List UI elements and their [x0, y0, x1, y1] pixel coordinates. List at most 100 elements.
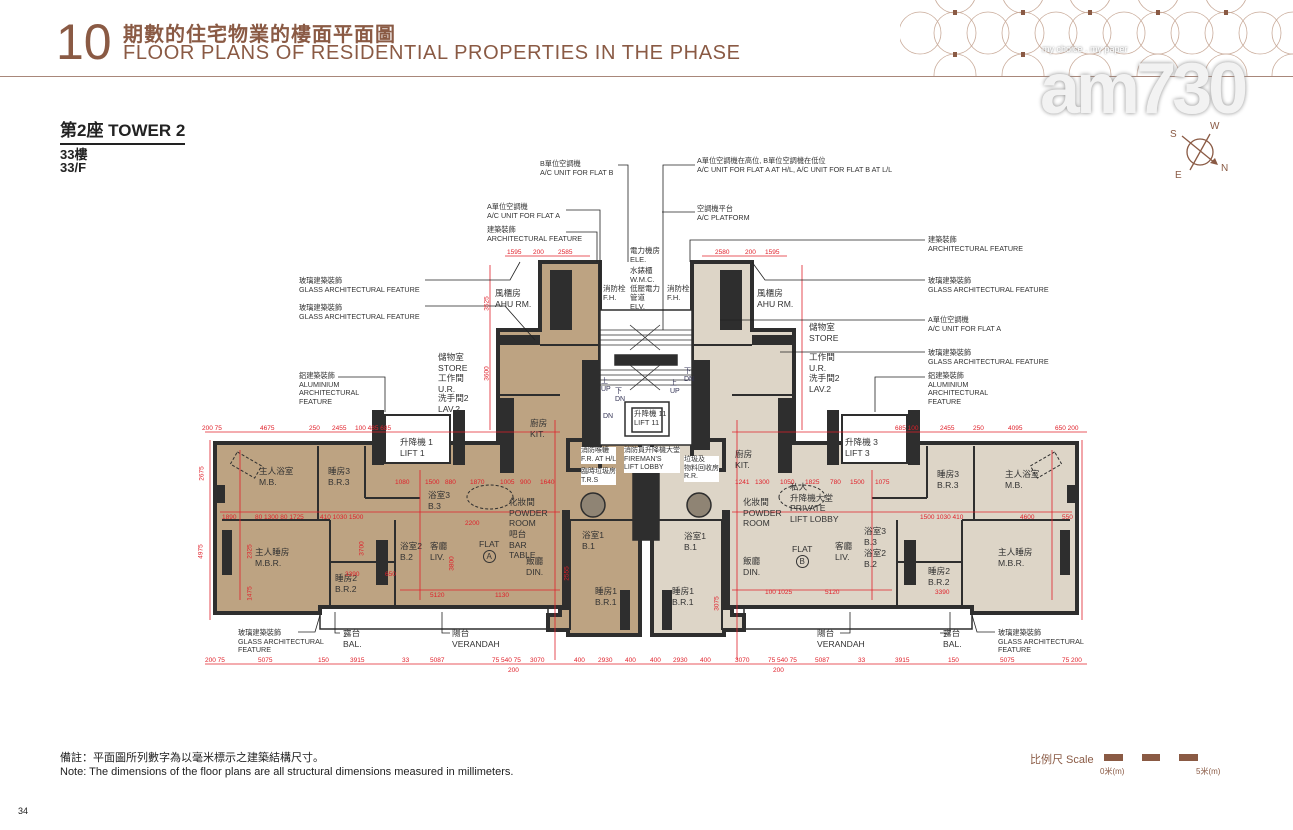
- room-utility-b: 工作間 U.R.: [809, 352, 835, 373]
- dimension: 1500: [850, 479, 865, 486]
- dimension: 200 75: [202, 425, 222, 432]
- room-bath2-b: 浴室2 B.2: [864, 548, 886, 569]
- room-bedroom2-b: 睡房2 B.R.2: [928, 566, 950, 587]
- scale-max: 5米(m): [1196, 767, 1221, 776]
- dimension: 1595: [507, 249, 522, 256]
- compass-icon: [1181, 133, 1218, 171]
- callout-aluminium-feature: 鋁建築裝飾 ALUMINIUM ARCHITECTURAL FEATURE: [299, 371, 360, 406]
- fire-reel: 消防喉轆 F.R. AT H/L: [581, 447, 617, 464]
- temp-refuse-room: 臨時垃圾房 T.R.S: [581, 468, 616, 485]
- dimension: 5120: [430, 592, 445, 599]
- balcony-a: 露台 BAL.: [343, 628, 362, 649]
- fire-hydrant-b: 消防栓 F.H.: [667, 284, 690, 302]
- room-bedroom1-b: 睡房1 B.R.1: [672, 586, 694, 607]
- room-utility-a: 工作間 U.R.: [438, 373, 464, 394]
- stair-up: 上 UP: [670, 380, 680, 395]
- room-bath2-a: 浴室2 B.2: [400, 541, 422, 562]
- callout-ac-flat-b: B單位空調機 A/C UNIT FOR FLAT B: [540, 159, 614, 177]
- dimension: 400: [574, 657, 585, 664]
- callout-glass-feature: 玻璃建築裝飾 GLASS ARCHITECTURAL FEATURE: [928, 276, 1049, 294]
- dimension: 900: [520, 479, 531, 486]
- room-ahu-a: 風櫃房 AHU RM.: [495, 288, 532, 309]
- dimension: 410 1030 1500: [320, 514, 364, 521]
- compass-w: W: [1210, 121, 1220, 132]
- room-master-bedroom-a: 主人睡房 M.B.R.: [255, 547, 290, 568]
- callout-ac-platform: 空調機平台 A/C PLATFORM: [697, 204, 750, 222]
- header-divider: [0, 76, 1293, 77]
- callout-arch-feature-right: 建築裝飾 ARCHITECTURAL FEATURE: [928, 235, 1024, 253]
- dimension: 3075: [713, 596, 721, 611]
- note-en: Note: The dimensions of the floor plans …: [60, 766, 514, 778]
- dimension: 250: [973, 425, 984, 432]
- callout-arch-feature-left: 建築裝飾 ARCHITECTURAL FEATURE: [487, 225, 583, 243]
- refuse-room: 垃圾及 物料回收房 R.R.: [684, 456, 719, 482]
- scale-label: 比例尺 Scale: [1030, 754, 1094, 766]
- dimension: 1890: [222, 514, 237, 521]
- dimension: 1241: [735, 479, 750, 486]
- dimension: 1640: [540, 479, 555, 486]
- dimension: 2675: [198, 466, 206, 481]
- compass-s: S: [1170, 129, 1177, 140]
- dimension: 33: [858, 657, 866, 664]
- room-kitchen-a: 廚房 KIT.: [530, 418, 548, 439]
- room-dining-a: 飯廳 DIN.: [526, 556, 544, 577]
- callout-ac-high-low: A單位空調機在高位, B單位空調機在低位 A/C UNIT FOR FLAT A…: [697, 156, 893, 174]
- dimension: 880: [445, 479, 456, 486]
- dimension: 3525: [483, 296, 491, 311]
- room-master-bath-a: 主人浴室 M.B.: [259, 466, 294, 487]
- room-water-meter: 水錶櫃 W.M.C. 低壓電力 管道 ELV.: [630, 266, 660, 311]
- dimension: 2325: [246, 544, 254, 559]
- room-dining-b: 飯廳 DIN.: [743, 556, 761, 577]
- dimension: 3915: [350, 657, 365, 664]
- dimension: 1475: [246, 586, 254, 601]
- dimension: 1595: [765, 249, 780, 256]
- dimension: 3390: [345, 571, 360, 578]
- dimension: 2580: [715, 249, 730, 256]
- dimension: 1130: [495, 592, 509, 599]
- fireman-lift-lobby: 消防員升降機大堂 FIREMAN'S LIFT LOBBY: [624, 447, 680, 473]
- room-private-lift-lobby-b: 私人 升降機大堂 PRIVATE LIFT LOBBY: [790, 482, 839, 524]
- room-bath3-a: 浴室3 B.3: [428, 490, 450, 511]
- dimension: 200: [773, 667, 784, 674]
- dimension: 2585: [558, 249, 573, 256]
- dimension: 200: [745, 249, 756, 256]
- note-zh: 備註：平面圖所列數字為以毫米標示之建築結構尺寸。: [60, 752, 324, 764]
- verandah-a: 陽台 VERANDAH: [452, 628, 500, 649]
- room-store-a: 儲物室 STORE: [438, 352, 468, 373]
- dimension: 400: [625, 657, 636, 664]
- flat-id-badge: A: [482, 549, 496, 563]
- room-powder-b: 化妝間 POWDER ROOM: [743, 497, 782, 528]
- room-bedroom3-b: 睡房3 B.R.3: [937, 469, 959, 490]
- room-master-bath-b: 主人浴室 M.B.: [1005, 469, 1040, 490]
- dimension: 5087: [430, 657, 445, 664]
- dimension: 2555: [563, 566, 571, 581]
- dimension: 150: [318, 657, 329, 664]
- dimension: 200: [533, 249, 544, 256]
- tower-heading: 第2座 TOWER 2: [60, 116, 186, 145]
- dimension: 150: [948, 657, 959, 664]
- watermark-tagline: my choice . my paper: [1042, 44, 1128, 54]
- verandah-b: 陽台 VERANDAH: [817, 628, 865, 649]
- dimension: 3390: [935, 589, 950, 596]
- dimension: 3800: [448, 556, 456, 571]
- floor-label-zh: 33樓: [60, 147, 88, 162]
- dimension: 75 540 75: [492, 657, 521, 664]
- dimension: 1500: [425, 479, 440, 486]
- callout-glass-feature-bottom: 玻璃建築裝飾 GLASS ARCHITECTURAL FEATURE: [998, 628, 1084, 655]
- room-ahu-b: 風櫃房 AHU RM.: [757, 288, 794, 309]
- stair-down: 下 DN: [615, 388, 626, 403]
- dimension: 650: [385, 571, 396, 578]
- flat-id-badge: B: [795, 554, 809, 568]
- lift-11: 升降機 11 LIFT 11: [634, 409, 667, 427]
- dimension: 1005: [500, 479, 515, 486]
- core-stairs: [580, 309, 712, 541]
- dimension: 5075: [258, 657, 273, 664]
- stair-down: DN: [603, 413, 614, 420]
- dimension: 685 100: [895, 425, 919, 432]
- dimension: 75 200: [1062, 657, 1082, 664]
- watermark-logo: am730: [1040, 49, 1248, 129]
- dimension: 3600: [483, 366, 491, 381]
- compass-n: N: [1221, 163, 1229, 174]
- dimension: 2455: [332, 425, 347, 432]
